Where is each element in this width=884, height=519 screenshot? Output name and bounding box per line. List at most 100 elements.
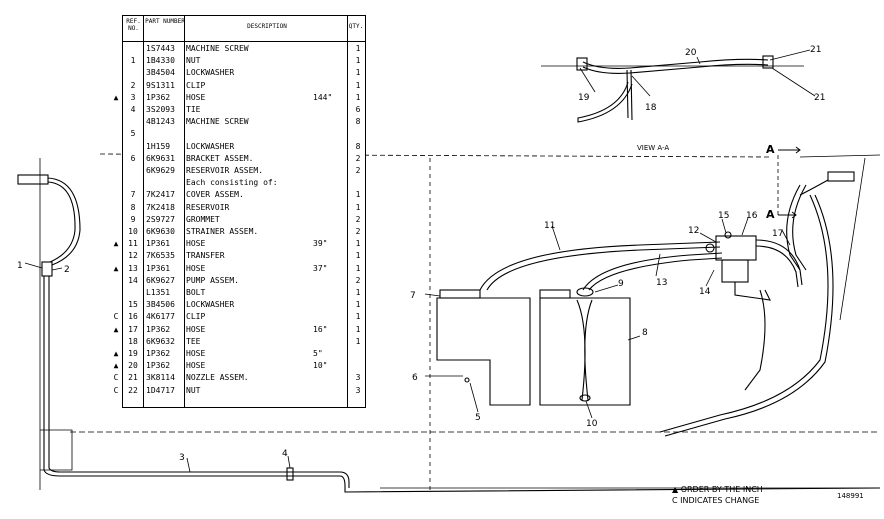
row-length: 144" bbox=[313, 92, 333, 102]
row-qty: 2 bbox=[355, 166, 361, 175]
callout-17: 17 bbox=[772, 229, 783, 239]
row-description: NUT bbox=[186, 385, 201, 395]
row-description: RESERVOIR ASSEM. bbox=[186, 166, 264, 175]
row-length: 37" bbox=[313, 263, 328, 273]
callout-18: 18 bbox=[645, 103, 657, 113]
row-description: MACHINE SCREW bbox=[186, 117, 249, 127]
row-part-number: 9S1311 bbox=[146, 80, 175, 90]
row-part-number: 1P362 bbox=[146, 324, 171, 334]
row-description: HOSE bbox=[186, 92, 206, 102]
callout-16: 16 bbox=[746, 211, 758, 221]
row-part-number: 2S9727 bbox=[146, 214, 175, 224]
callout-20: 20 bbox=[685, 48, 697, 58]
row-description: PUMP ASSEM. bbox=[186, 275, 239, 285]
row-part-number: 7K6535 bbox=[146, 251, 175, 261]
row-part-number: 1H159 bbox=[146, 141, 171, 151]
row-qty: 8 bbox=[355, 117, 361, 127]
row-description: TRANSFER bbox=[186, 251, 225, 261]
row-description: HOSE bbox=[186, 239, 206, 249]
row-qty: 2 bbox=[355, 214, 361, 224]
row-mark: ▲ bbox=[113, 349, 119, 358]
row-ref-no: 17 bbox=[128, 324, 138, 334]
row-qty: 1 bbox=[355, 239, 361, 249]
callout-6: 6 bbox=[412, 373, 418, 383]
row-part-number: 3B4504 bbox=[146, 68, 175, 78]
row-description: NUT bbox=[186, 56, 201, 66]
callout-8: 8 bbox=[642, 328, 648, 338]
row-qty: 1 bbox=[355, 288, 361, 297]
row-description: HOSE bbox=[186, 324, 206, 334]
row-description: GROMMET bbox=[186, 214, 220, 224]
section-marker-bottom: A bbox=[766, 208, 775, 221]
row-qty: 1 bbox=[355, 336, 361, 346]
parts-list-table: REF. NO. PART NUMBER DESCRIPTION QTY. 1S… bbox=[114, 15, 366, 408]
header-ref: REF. NO. bbox=[126, 18, 141, 32]
row-mark: C bbox=[113, 312, 119, 322]
row-ref-no: 20 bbox=[128, 361, 138, 371]
callout-19: 19 bbox=[578, 93, 590, 103]
row-ref-no: 21 bbox=[128, 373, 138, 383]
row-ref-no: 3 bbox=[130, 92, 136, 102]
hoses-11-13 bbox=[479, 241, 723, 291]
row-ref-no: 12 bbox=[128, 251, 138, 261]
row-qty: 1 bbox=[355, 300, 361, 310]
row-description: LOCKWASHER bbox=[186, 141, 235, 151]
callout-14: 14 bbox=[699, 287, 711, 297]
right-hoses bbox=[659, 171, 855, 437]
row-ref-no: 8 bbox=[130, 202, 136, 212]
row-part-number: 1D4717 bbox=[146, 385, 175, 395]
row-ref-no: 2 bbox=[130, 80, 136, 90]
row-ref-no: 10 bbox=[128, 227, 138, 236]
row-description: BRACKET ASSEM. bbox=[186, 153, 254, 163]
row-mark: C bbox=[113, 373, 119, 383]
table-row: Each consisting of: bbox=[123, 177, 365, 188]
left-hose-assembly bbox=[17, 174, 881, 493]
row-part-number: 1P361 bbox=[146, 239, 171, 249]
row-description: RESERVOIR bbox=[186, 202, 230, 212]
row-ref-no: 13 bbox=[128, 263, 138, 273]
callout-1: 1 bbox=[17, 261, 23, 271]
callout-3: 3 bbox=[179, 453, 185, 463]
callout-21-bottom: 21 bbox=[814, 93, 825, 103]
row-description: LOCKWASHER bbox=[186, 68, 235, 78]
row-ref-no: 18 bbox=[128, 336, 138, 346]
document-number: 148991 bbox=[837, 492, 864, 500]
row-qty: 1 bbox=[355, 44, 361, 53]
row-part-number: 4K6177 bbox=[146, 312, 175, 322]
row-qty: 1 bbox=[355, 56, 361, 66]
row-description: HOSE bbox=[186, 361, 206, 371]
row-ref-no: 5 bbox=[130, 129, 136, 139]
row-description: STRAINER ASSEM. bbox=[186, 227, 259, 236]
row-length: 16" bbox=[313, 324, 328, 334]
callout-5: 5 bbox=[475, 413, 481, 423]
row-qty: 2 bbox=[355, 153, 361, 163]
row-qty: 1 bbox=[355, 312, 361, 322]
table-row: 5 bbox=[123, 128, 365, 139]
row-qty: 1 bbox=[355, 251, 361, 261]
row-part-number: 7K2417 bbox=[146, 190, 175, 200]
row-part-number: 1P362 bbox=[146, 92, 171, 102]
row-part-number: 1P361 bbox=[146, 263, 171, 273]
row-length: 39" bbox=[313, 239, 328, 249]
row-description: Each consisting of: bbox=[186, 178, 278, 188]
row-ref-no: 7 bbox=[130, 190, 136, 200]
row-qty: 2 bbox=[355, 227, 361, 236]
callout-labels: 1 2 3 4 5 6 7 8 9 10 11 12 13 14 15 16 1… bbox=[17, 45, 825, 463]
row-ref-no: 16 bbox=[128, 312, 138, 322]
section-marker-top: A bbox=[766, 143, 775, 156]
row-description: COVER ASSEM. bbox=[186, 190, 244, 200]
row-qty: 1 bbox=[355, 190, 361, 200]
row-part-number: L1351 bbox=[146, 288, 171, 297]
